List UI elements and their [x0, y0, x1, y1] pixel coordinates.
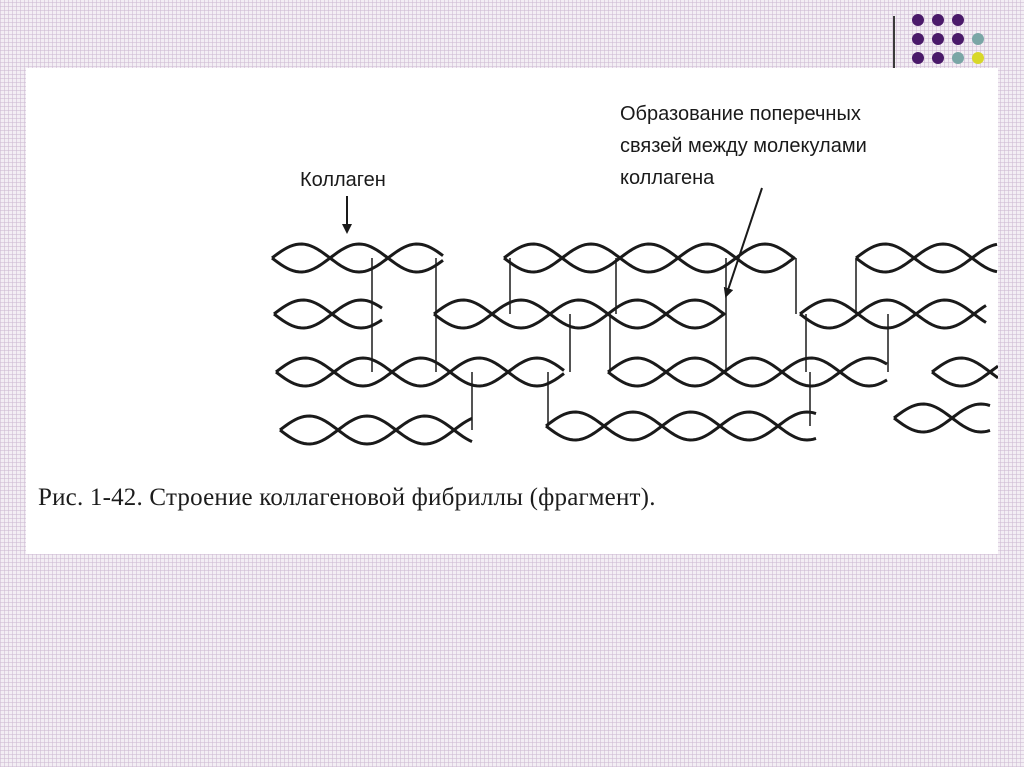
- collagen-fibril-diagram: Коллаген Образование поперечных связей м…: [271, 103, 998, 446]
- slide-content: Коллаген Образование поперечных связей м…: [26, 68, 998, 554]
- decorative-dot: [952, 52, 964, 64]
- decorative-dot: [952, 14, 964, 26]
- collagen-molecule: [279, 414, 473, 446]
- decorative-dot: [912, 33, 924, 45]
- collagen-molecule: [893, 402, 991, 434]
- collagen-molecule: [855, 242, 998, 274]
- collagen-molecule: [275, 356, 565, 388]
- collagen-molecule: [607, 356, 888, 388]
- decorative-dot: [972, 33, 984, 45]
- collagen-molecule: [433, 298, 726, 330]
- collagen-molecule: [273, 298, 383, 330]
- collagen-label: Коллаген: [300, 169, 386, 191]
- decorative-dot: [952, 33, 964, 45]
- crosslink-label-line-1: Образование поперечных: [620, 103, 861, 125]
- figure-caption: Рис. 1-42. Строение коллагеновой фибрилл…: [38, 484, 656, 511]
- decorative-dot: [932, 14, 944, 26]
- divider-line: [893, 16, 895, 68]
- decorative-dot: [912, 52, 924, 64]
- decorative-dot: [932, 33, 944, 45]
- crosslink-arrow: [723, 187, 763, 298]
- collagen-molecule: [545, 410, 817, 442]
- collagen-molecule: [931, 356, 998, 388]
- decorative-dot-grid: [912, 14, 1012, 74]
- collagen-molecule: [503, 242, 796, 274]
- decorative-dot: [912, 14, 924, 26]
- crosslink-label-line-2: связей между молекулами: [620, 135, 867, 157]
- decorative-dot: [972, 52, 984, 64]
- collagen-molecule: [799, 298, 987, 330]
- collagen-molecule: [271, 242, 444, 274]
- crosslink-label-line-3: коллагена: [620, 167, 715, 189]
- decorative-dot: [932, 52, 944, 64]
